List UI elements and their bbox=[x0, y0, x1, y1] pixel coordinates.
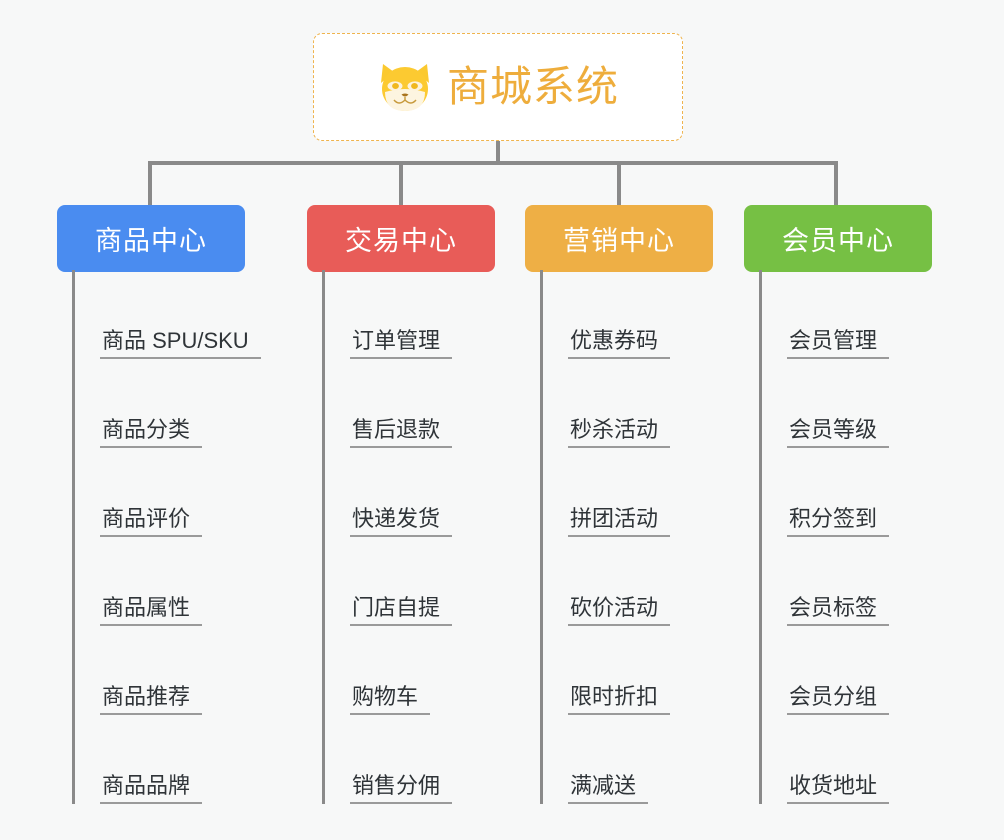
shiba-inu-dog-face-icon bbox=[380, 64, 429, 111]
leaf-label-3-5: 收货地址 bbox=[787, 774, 890, 804]
branch-label-1: 交易中心 bbox=[345, 226, 457, 256]
leaf-item-2-2[interactable]: 拼团活动 bbox=[540, 448, 770, 537]
leaf-label-2-2: 拼团活动 bbox=[568, 507, 671, 537]
leaf-label-2-4: 限时折扣 bbox=[568, 685, 671, 715]
leaf-item-3-1[interactable]: 会员等级 bbox=[759, 359, 989, 448]
leaf-label-1-1: 售后退款 bbox=[350, 418, 453, 448]
leaf-spine-2 bbox=[540, 270, 543, 804]
leaf-spine-3 bbox=[759, 270, 762, 804]
leaf-item-2-4[interactable]: 限时折扣 bbox=[540, 626, 770, 715]
leaf-item-3-5[interactable]: 收货地址 bbox=[759, 715, 989, 804]
connector-root-stem bbox=[496, 141, 500, 163]
leaf-item-0-3[interactable]: 商品属性 bbox=[72, 537, 302, 626]
connector-drop-4 bbox=[834, 161, 838, 207]
connector-horizontal-bus bbox=[148, 161, 838, 165]
leaf-item-3-3[interactable]: 会员标签 bbox=[759, 537, 989, 626]
leaf-item-3-0[interactable]: 会员管理 bbox=[759, 270, 989, 359]
branch-box-0[interactable]: 商品中心 bbox=[57, 205, 245, 272]
branch-box-3[interactable]: 会员中心 bbox=[744, 205, 932, 272]
leaf-item-0-4[interactable]: 商品推荐 bbox=[72, 626, 302, 715]
leaf-label-0-1: 商品分类 bbox=[100, 418, 203, 448]
leaf-label-1-4: 购物车 bbox=[350, 685, 431, 715]
root-node-shop-system[interactable]: 商城系统 bbox=[313, 33, 683, 141]
leaf-item-2-5[interactable]: 满减送 bbox=[540, 715, 770, 804]
branch-box-1[interactable]: 交易中心 bbox=[307, 205, 495, 272]
branch-label-0: 商品中心 bbox=[95, 226, 207, 256]
leaf-label-2-5: 满减送 bbox=[568, 774, 649, 804]
leaf-label-3-3: 会员标签 bbox=[787, 596, 890, 626]
leaf-item-2-3[interactable]: 砍价活动 bbox=[540, 537, 770, 626]
leaf-item-2-1[interactable]: 秒杀活动 bbox=[540, 359, 770, 448]
leaf-label-0-0: 商品 SPU/SKU bbox=[100, 329, 261, 359]
leaf-label-1-3: 门店自提 bbox=[350, 596, 453, 626]
leaf-label-2-3: 砍价活动 bbox=[568, 596, 671, 626]
leaf-item-0-2[interactable]: 商品评价 bbox=[72, 448, 302, 537]
leaf-spine-0 bbox=[72, 270, 75, 804]
root-title: 商城系统 bbox=[446, 63, 619, 110]
leaf-item-1-3[interactable]: 门店自提 bbox=[322, 537, 552, 626]
leaf-label-1-2: 快递发货 bbox=[350, 507, 453, 537]
connector-drop-1 bbox=[148, 161, 152, 207]
leaf-column-0: 商品 SPU/SKU 商品分类 商品评价 商品属性 商品推荐 商品品牌 bbox=[72, 270, 302, 804]
leaf-item-0-5[interactable]: 商品品牌 bbox=[72, 715, 302, 804]
leaf-item-0-0[interactable]: 商品 SPU/SKU bbox=[72, 270, 302, 359]
leaf-label-0-2: 商品评价 bbox=[100, 507, 203, 537]
leaf-label-3-2: 积分签到 bbox=[787, 507, 890, 537]
leaf-label-0-5: 商品品牌 bbox=[100, 774, 203, 804]
leaf-label-3-1: 会员等级 bbox=[787, 418, 890, 448]
branch-box-2[interactable]: 营销中心 bbox=[525, 205, 713, 272]
leaf-item-1-5[interactable]: 销售分佣 bbox=[322, 715, 552, 804]
leaf-label-2-1: 秒杀活动 bbox=[568, 418, 671, 448]
branch-label-2: 营销中心 bbox=[563, 226, 675, 256]
leaf-item-1-2[interactable]: 快递发货 bbox=[322, 448, 552, 537]
leaf-item-2-0[interactable]: 优惠券码 bbox=[540, 270, 770, 359]
leaf-label-3-0: 会员管理 bbox=[787, 329, 890, 359]
leaf-item-3-4[interactable]: 会员分组 bbox=[759, 626, 989, 715]
leaf-label-3-4: 会员分组 bbox=[787, 685, 890, 715]
leaf-item-0-1[interactable]: 商品分类 bbox=[72, 359, 302, 448]
leaf-item-3-2[interactable]: 积分签到 bbox=[759, 448, 989, 537]
connector-drop-3 bbox=[617, 161, 621, 207]
leaf-column-1: 订单管理 售后退款 快递发货 门店自提 购物车 销售分佣 bbox=[322, 270, 552, 804]
leaf-label-1-5: 销售分佣 bbox=[350, 774, 453, 804]
leaf-spine-1 bbox=[322, 270, 325, 804]
leaf-column-3: 会员管理 会员等级 积分签到 会员标签 会员分组 收货地址 bbox=[759, 270, 989, 804]
leaf-item-1-4[interactable]: 购物车 bbox=[322, 626, 552, 715]
leaf-item-1-0[interactable]: 订单管理 bbox=[322, 270, 552, 359]
leaf-label-0-4: 商品推荐 bbox=[100, 685, 203, 715]
leaf-label-1-0: 订单管理 bbox=[350, 329, 453, 359]
connector-drop-2 bbox=[399, 161, 403, 207]
leaf-item-1-1[interactable]: 售后退款 bbox=[322, 359, 552, 448]
branch-label-3: 会员中心 bbox=[782, 226, 894, 256]
leaf-label-0-3: 商品属性 bbox=[100, 596, 203, 626]
leaf-column-2: 优惠券码 秒杀活动 拼团活动 砍价活动 限时折扣 满减送 bbox=[540, 270, 770, 804]
leaf-label-2-0: 优惠券码 bbox=[568, 329, 671, 359]
